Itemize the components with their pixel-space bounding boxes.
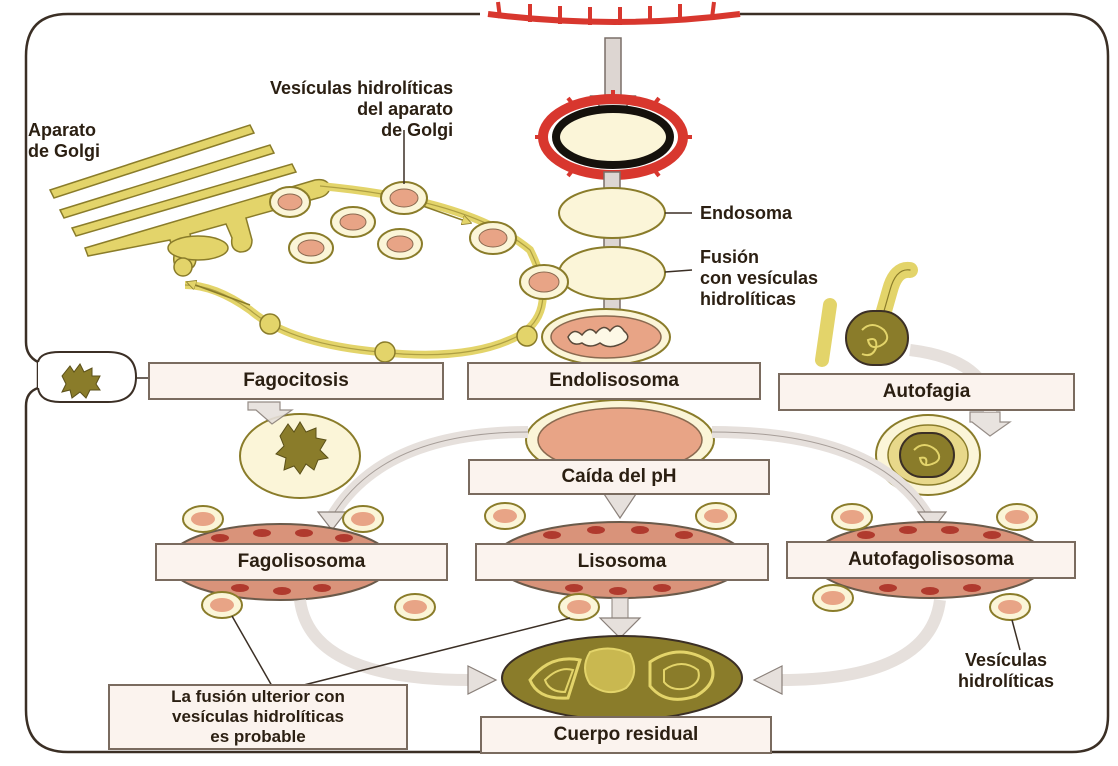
further-fusion-line-3: es probable — [210, 727, 305, 747]
further-fusion-box: La fusión ulterior con vesículas hidrolí… — [108, 684, 408, 750]
phagocytosis-box: Fagocitosis — [148, 362, 444, 400]
hydrolytic-vesicles-label: Vesículas hidrolíticas — [958, 650, 1054, 692]
ph-drop-box: Caída del pH — [468, 459, 770, 495]
phagosome-icon — [240, 414, 360, 498]
further-fusion-line-2: vesículas hidrolíticas — [172, 707, 344, 727]
fusion-leader — [665, 270, 692, 272]
hydrolytic-vesicles-label-line-2: hidrolíticas — [958, 671, 1054, 692]
endosome-vesicle — [559, 188, 665, 238]
autophagolysosome-box: Autofagolisosoma — [786, 541, 1076, 579]
endolysosome-box: Endolisosoma — [467, 362, 761, 400]
fusion-label: Fusión con vesículas hidrolíticas — [700, 247, 818, 310]
phagocytosis-particle-icon — [38, 352, 136, 402]
fusion-label-line-2: con vesículas — [700, 268, 818, 289]
endosome-label: Endosoma — [700, 203, 792, 224]
residual-body-box: Cuerpo residual — [480, 716, 772, 754]
autophagy-box: Autofagia — [778, 373, 1075, 411]
golgi-vesicles-label-line-2: del aparato — [270, 99, 453, 120]
lysosome-box: Lisosoma — [475, 543, 769, 581]
further-fusion-line-1: La fusión ulterior con — [171, 687, 345, 707]
endolysosome-vesicle — [542, 309, 670, 365]
fusion-vesicle — [559, 247, 665, 299]
golgi-return-arrow — [190, 283, 250, 305]
golgi-label-line-1: Aparato — [28, 120, 100, 141]
vesicles-leader — [1012, 620, 1020, 650]
golgi-vesicles-label: Vesículas hidrolíticas del aparato de Go… — [270, 78, 453, 141]
golgi-vesicles-label-line-1: Vesículas hidrolíticas — [270, 78, 453, 99]
phagolysosome-box: Fagolisosoma — [155, 543, 448, 581]
residual-body-icon — [502, 636, 742, 720]
clathrin-coated-pit-icon — [488, 2, 740, 25]
autophagy-organelle-icon — [822, 270, 910, 365]
golgi-label: Aparato de Golgi — [28, 120, 100, 162]
golgi-vesicles-label-line-3: de Golgi — [270, 120, 453, 141]
fusion-label-line-3: hidrolíticas — [700, 289, 818, 310]
fusion-label-line-1: Fusión — [700, 247, 818, 268]
golgi-label-line-2: de Golgi — [28, 141, 100, 162]
hydrolytic-vesicles-label-line-1: Vesículas — [958, 650, 1054, 671]
